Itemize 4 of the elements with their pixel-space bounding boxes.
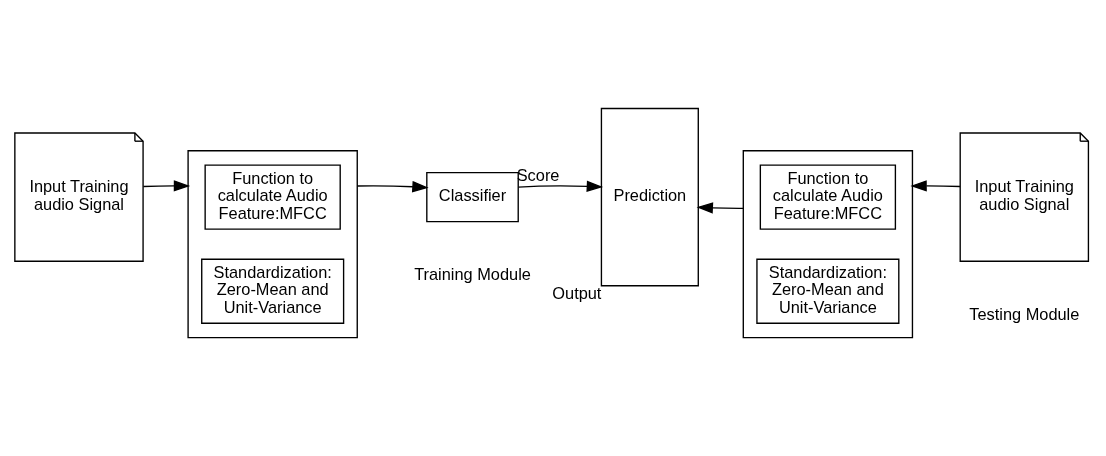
label: Testing Module — [969, 304, 1080, 323]
node-label: Output — [552, 283, 602, 302]
edge-label: Score — [516, 165, 560, 184]
label: Training Module — [414, 264, 531, 283]
